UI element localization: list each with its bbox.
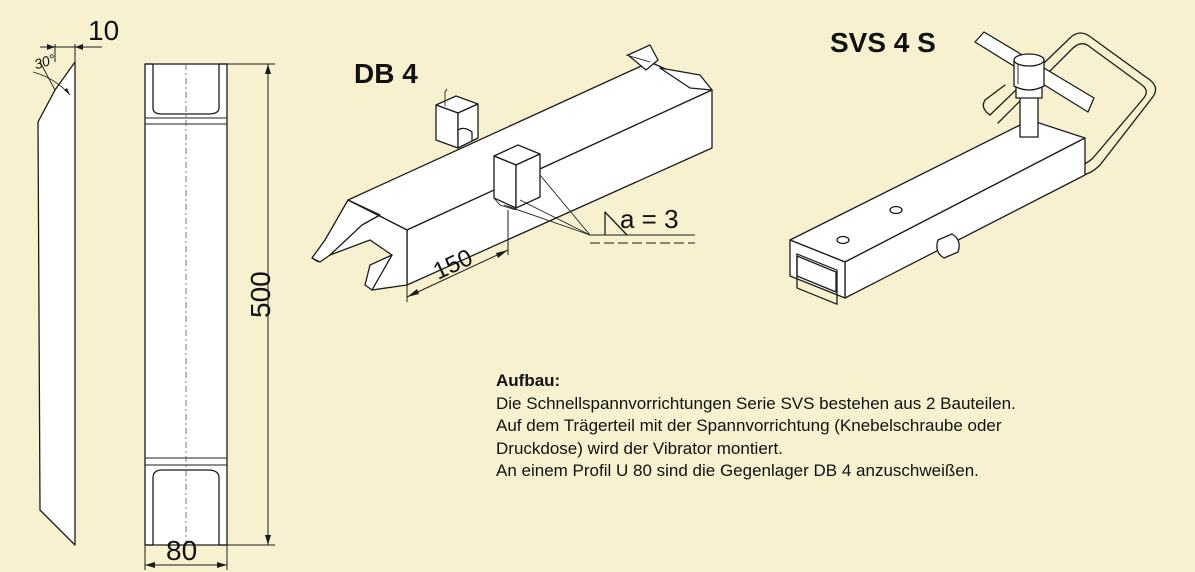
angle-label: 30° <box>32 51 57 73</box>
description-line: Druckdose) wird der Vibrator montiert. <box>496 438 783 458</box>
weld-label: a = 3 <box>620 204 679 234</box>
description-block: Aufbau: Die Schnellspannvorrichtungen Se… <box>496 370 1186 483</box>
description-line: Auf dem Trägerteil mit der Spannvorricht… <box>496 416 1002 435</box>
thickness-label: 10 <box>88 15 119 46</box>
svs4s-label: SVS 4 S <box>830 27 936 58</box>
length-label: 500 <box>245 271 276 318</box>
width-label: 80 <box>166 535 197 566</box>
description-title: Aufbau: <box>496 371 561 390</box>
db4-label: DB 4 <box>354 58 418 89</box>
description-line: An einem Profil U 80 sind die Gegenlager… <box>496 461 979 480</box>
side-view-bar: 30° 10 <box>32 15 119 546</box>
front-view-channel: 500 80 <box>144 63 276 570</box>
isometric-profile-db4: a = 3 150 DB 4 <box>311 44 713 302</box>
description-line: Die Schnellspannvorrichtungen Serie SVS … <box>496 393 1016 413</box>
svs4s-device: SVS 4 S <box>789 27 1157 305</box>
